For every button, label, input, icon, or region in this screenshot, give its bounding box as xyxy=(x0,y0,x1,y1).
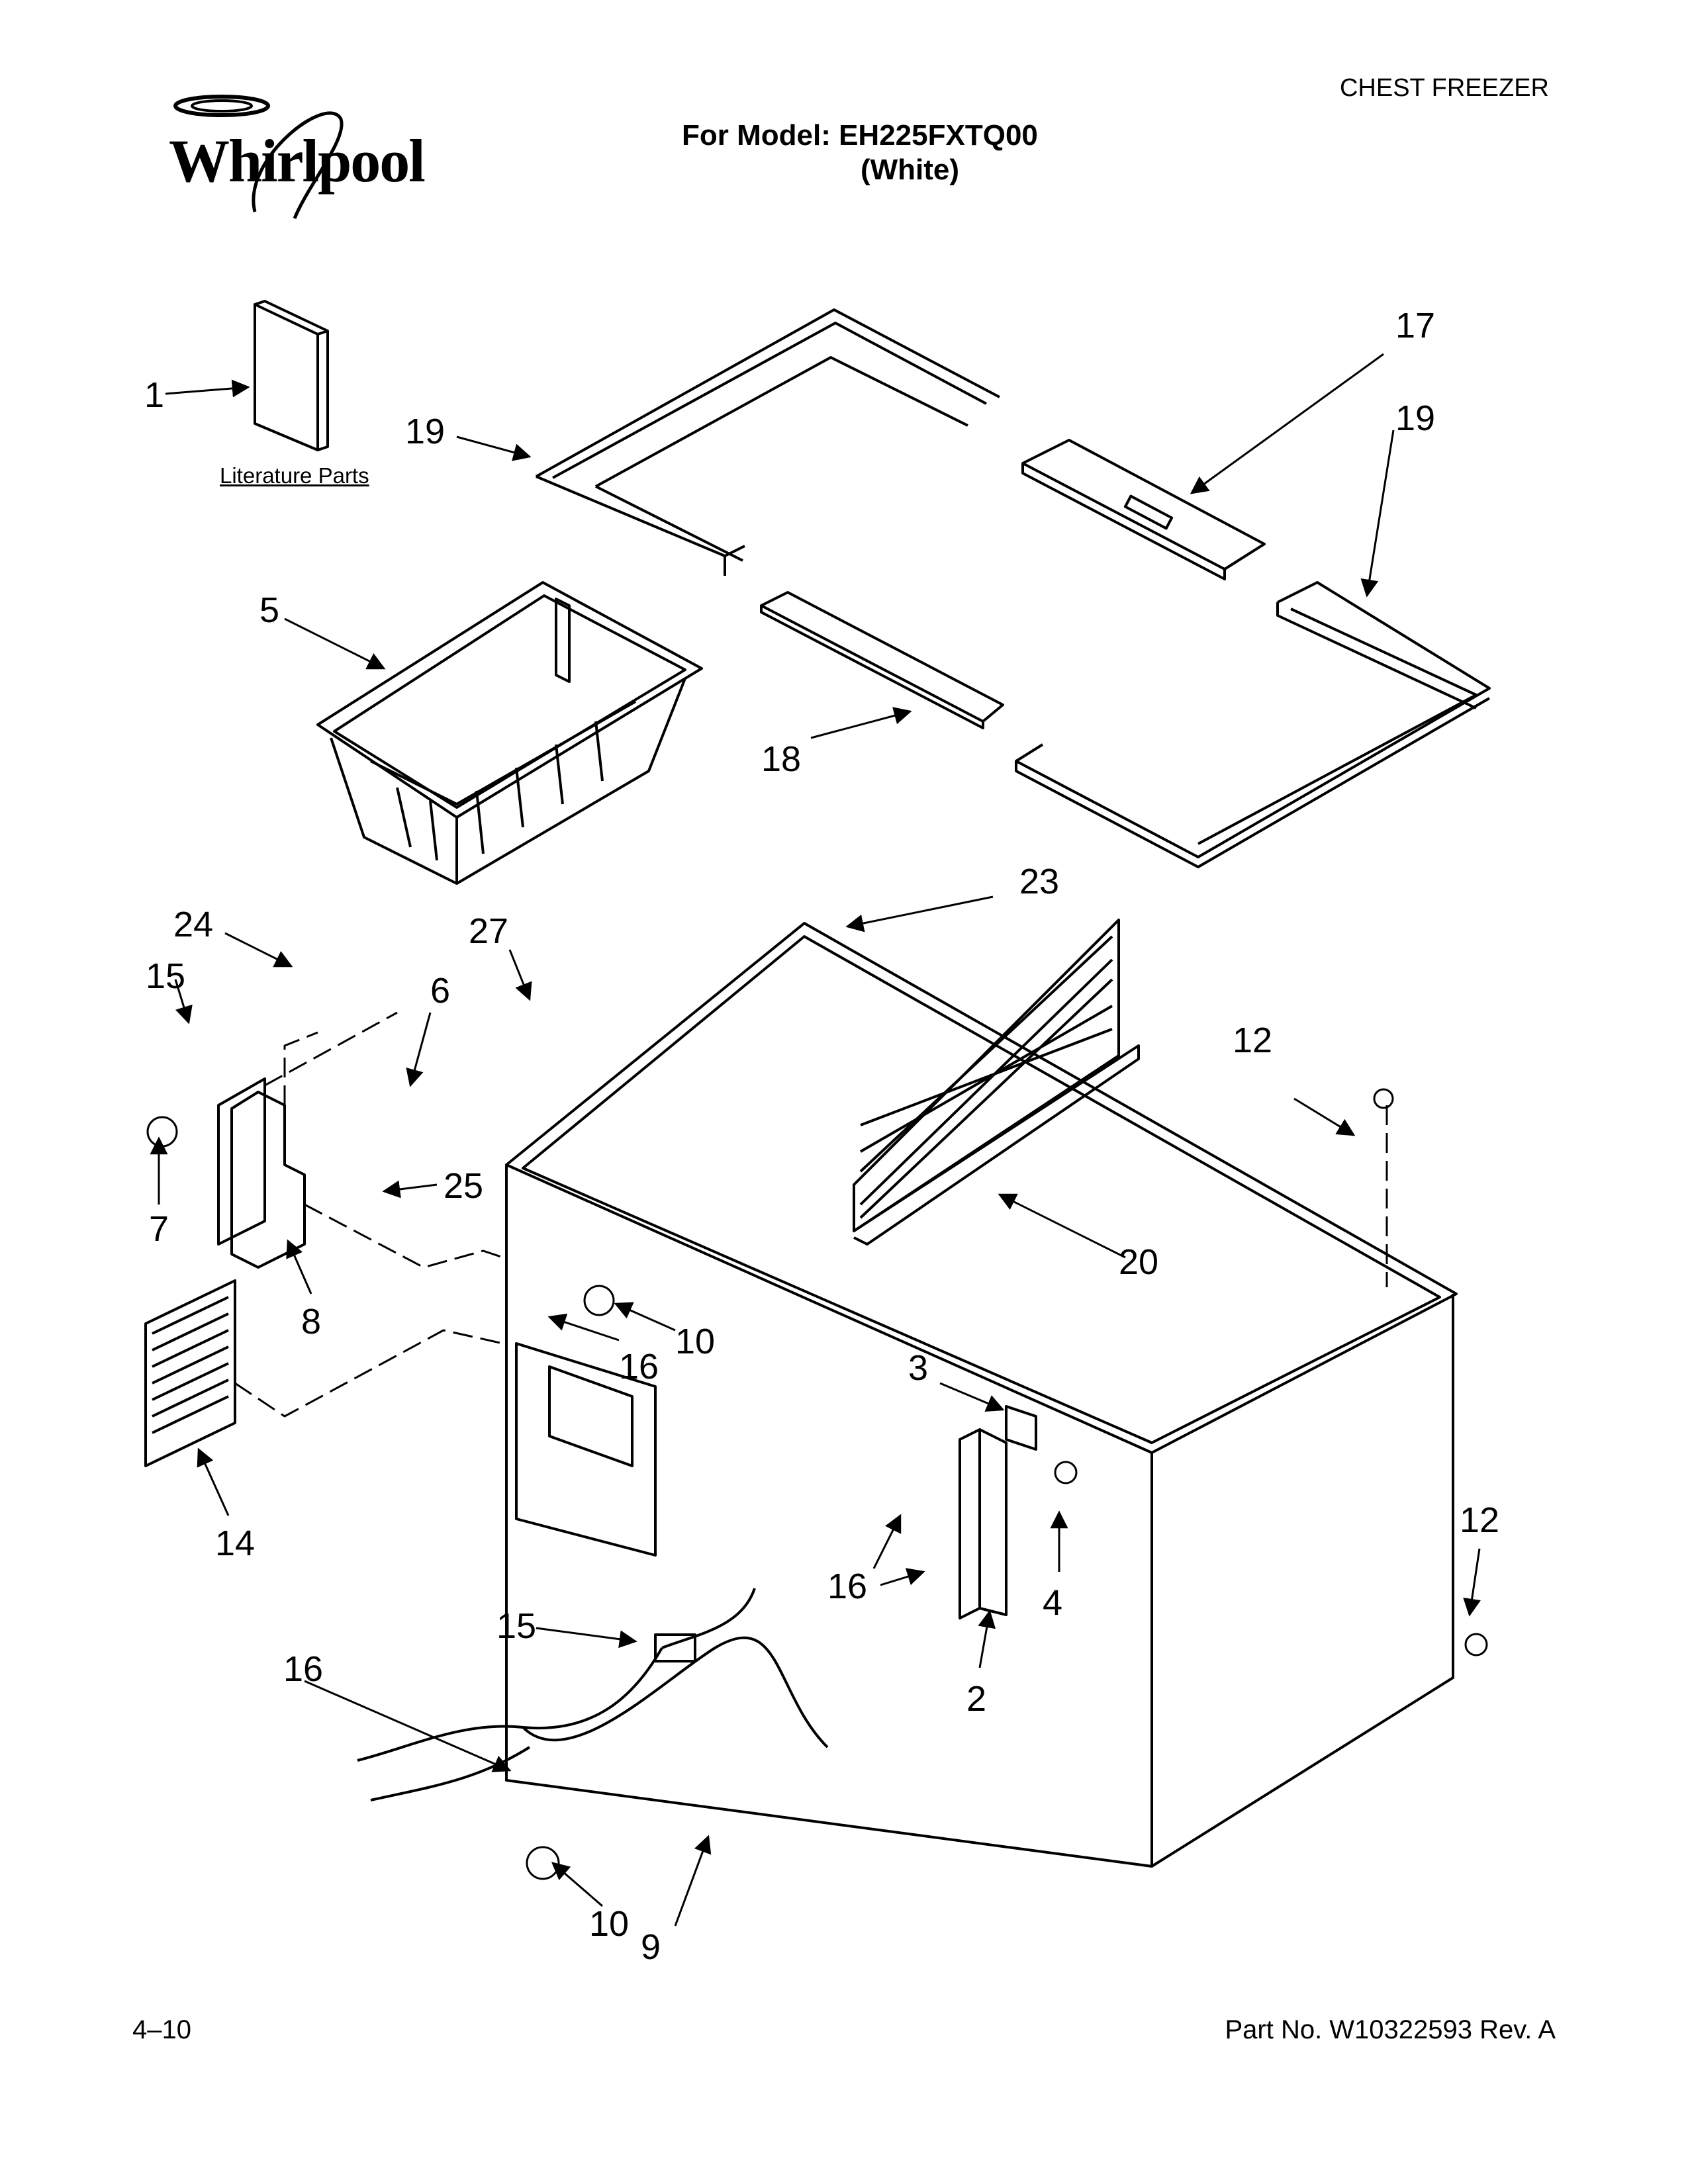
wiring-harness xyxy=(357,1588,829,1801)
control-housing xyxy=(217,1077,306,1269)
callout-14: 14 xyxy=(215,1524,256,1563)
callout-9: 9 xyxy=(641,1927,661,1967)
whirlpool-logo: Whirlpool xyxy=(142,79,426,232)
logo-swirl-icon xyxy=(173,95,344,219)
storage-basket xyxy=(316,581,703,885)
leg-glide xyxy=(1464,1633,1488,1657)
callout-6: 6 xyxy=(430,971,451,1011)
callout-16: 16 xyxy=(283,1649,324,1689)
callout-25: 25 xyxy=(444,1166,484,1206)
callout-15: 15 xyxy=(496,1606,537,1646)
callout-3: 3 xyxy=(908,1348,929,1388)
literature-parts-label: Literature Parts xyxy=(220,463,369,488)
callout-1: 1 xyxy=(144,375,165,415)
callout-23: 23 xyxy=(1019,862,1060,901)
literature-booklet xyxy=(254,300,329,451)
callout-2: 2 xyxy=(966,1679,987,1719)
page-category: CHEST FREEZER xyxy=(1339,74,1549,102)
lid-liner-frame-right xyxy=(1015,581,1491,868)
callout-10: 10 xyxy=(675,1322,716,1361)
lid-hinge xyxy=(959,1405,1037,1619)
clamp xyxy=(526,1846,560,1880)
callout-4: 4 xyxy=(1043,1583,1063,1623)
callout-17: 17 xyxy=(1395,306,1436,345)
callout-15: 15 xyxy=(146,956,186,996)
callout-19: 19 xyxy=(1395,398,1436,438)
model-title: For Model: EH225FXTQ00 xyxy=(682,119,1038,152)
callout-20: 20 xyxy=(1119,1242,1159,1282)
callout-12: 12 xyxy=(1233,1021,1273,1060)
callout-8: 8 xyxy=(301,1302,322,1342)
callout-7: 7 xyxy=(149,1209,169,1249)
brand-wordmark: Whirlpool xyxy=(169,127,426,195)
lid-trim-top xyxy=(1021,439,1266,580)
freezer-cabinet xyxy=(505,922,1458,1868)
lid-liner-frame xyxy=(536,308,1000,576)
model-color: (White) xyxy=(861,154,960,186)
callout-5: 5 xyxy=(259,590,280,630)
lid-trim-bottom xyxy=(760,591,1004,729)
knob xyxy=(146,1116,178,1148)
callout-19: 19 xyxy=(405,412,445,451)
clamp xyxy=(583,1285,615,1316)
callout-24: 24 xyxy=(173,905,214,944)
hinge-nut xyxy=(1054,1461,1078,1484)
callout-10: 10 xyxy=(589,1904,630,1944)
leg-glide xyxy=(1373,1088,1394,1109)
date-code: 4–10 xyxy=(132,2015,191,2044)
freezer-divider xyxy=(853,919,1140,1246)
callout-18: 18 xyxy=(761,739,802,779)
callout-16: 16 xyxy=(827,1567,868,1606)
callout-27: 27 xyxy=(469,911,509,951)
rear-grille xyxy=(144,1279,236,1467)
callout-16: 16 xyxy=(619,1347,659,1387)
part-number: Part No. W10322593 Rev. A xyxy=(1225,2015,1556,2044)
callout-12: 12 xyxy=(1460,1500,1500,1540)
